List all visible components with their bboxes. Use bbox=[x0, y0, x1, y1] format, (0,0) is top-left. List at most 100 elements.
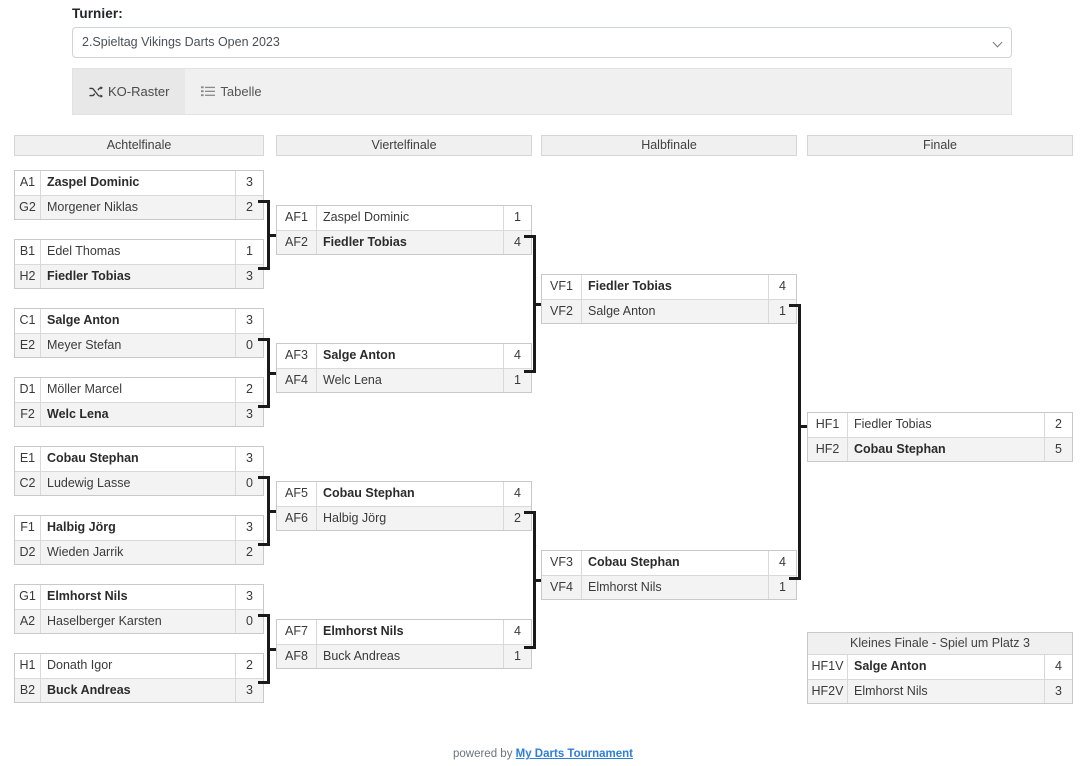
tab-tabelle-label: Tabelle bbox=[220, 84, 262, 99]
score: 3 bbox=[235, 403, 263, 426]
player-name: Elmhorst Nils bbox=[588, 580, 662, 594]
match-row[interactable]: D2 Wieden Jarrik 2 bbox=[15, 540, 263, 564]
match-r16-1[interactable]: A1 Zaspel Dominic 3 G2 Morgener Niklas 2 bbox=[14, 170, 264, 220]
seed: H2 bbox=[15, 265, 41, 288]
match-r16-3[interactable]: C1 Salge Anton 3 E2 Meyer Stefan 0 bbox=[14, 308, 264, 358]
match-qf-4[interactable]: AF7 Elmhorst Nils 4 AF8 Buck Andreas 1 bbox=[276, 619, 532, 669]
match-row[interactable]: VF2 Salge Anton 1 bbox=[542, 299, 796, 323]
player-name: Buck Andreas bbox=[47, 683, 131, 697]
score: 3 bbox=[235, 309, 263, 333]
view-tabs: KO-Raster Tabelle bbox=[72, 68, 1012, 115]
match-row[interactable]: H1 Donath Igor 2 bbox=[15, 654, 263, 678]
footer-brand-link[interactable]: My Darts Tournament bbox=[515, 748, 633, 760]
match-qf-3[interactable]: AF5 Cobau Stephan 4 AF6 Halbig Jörg 2 bbox=[276, 481, 532, 531]
score: 4 bbox=[503, 620, 531, 644]
player-name: Zaspel Dominic bbox=[323, 210, 410, 224]
match-sf-2[interactable]: VF3 Cobau Stephan 4 VF4 Elmhorst Nils 1 bbox=[541, 550, 797, 600]
match-sf-1[interactable]: VF1 Fiedler Tobias 4 VF2 Salge Anton 1 bbox=[541, 274, 797, 324]
match-row[interactable]: E1 Cobau Stephan 3 bbox=[15, 447, 263, 471]
score: 1 bbox=[768, 300, 796, 323]
match-row[interactable]: AF3 Salge Anton 4 bbox=[277, 344, 531, 368]
match-row[interactable]: B2 Buck Andreas 3 bbox=[15, 678, 263, 702]
match-row[interactable]: AF2 Fiedler Tobias 4 bbox=[277, 230, 531, 254]
player-name: Fiedler Tobias bbox=[854, 417, 932, 431]
score: 0 bbox=[235, 334, 263, 357]
match-row[interactable]: VF4 Elmhorst Nils 1 bbox=[542, 575, 796, 599]
player-name: Cobau Stephan bbox=[47, 451, 139, 465]
match-row[interactable]: A2 Haselberger Karsten 0 bbox=[15, 609, 263, 633]
seed: AF3 bbox=[277, 344, 317, 368]
score: 3 bbox=[235, 679, 263, 702]
seed: VF4 bbox=[542, 576, 582, 599]
match-row[interactable]: AF4 Welc Lena 1 bbox=[277, 368, 531, 392]
match-row[interactable]: E2 Meyer Stefan 0 bbox=[15, 333, 263, 357]
match-row[interactable]: AF8 Buck Andreas 1 bbox=[277, 644, 531, 668]
seed: HF2V bbox=[808, 680, 848, 703]
match-row[interactable]: H2 Fiedler Tobias 3 bbox=[15, 264, 263, 288]
player-name: Edel Thomas bbox=[47, 244, 121, 258]
match-row[interactable]: C2 Ludewig Lasse 0 bbox=[15, 471, 263, 495]
match-row[interactable]: G1 Elmhorst Nils 3 bbox=[15, 585, 263, 609]
match-r16-6[interactable]: F1 Halbig Jörg 3 D2 Wieden Jarrik 2 bbox=[14, 515, 264, 565]
player-name: Haselberger Karsten bbox=[47, 614, 162, 628]
seed: F1 bbox=[15, 516, 41, 540]
match-row[interactable]: AF5 Cobau Stephan 4 bbox=[277, 482, 531, 506]
match-row[interactable]: AF6 Halbig Jörg 2 bbox=[277, 506, 531, 530]
footer: powered by My Darts Tournament bbox=[0, 748, 1086, 760]
match-row[interactable]: AF1 Zaspel Dominic 1 bbox=[277, 206, 531, 230]
seed: AF6 bbox=[277, 507, 317, 530]
player-name: Salge Anton bbox=[323, 348, 396, 362]
match-row[interactable]: HF2V Elmhorst Nils 3 bbox=[808, 679, 1072, 703]
tournament-select-value[interactable]: 2.Spieltag Vikings Darts Open 2023 bbox=[72, 27, 1012, 58]
seed: AF2 bbox=[277, 231, 317, 254]
seed: VF2 bbox=[542, 300, 582, 323]
player-name: Cobau Stephan bbox=[323, 486, 415, 500]
match-row[interactable]: HF1 Fiedler Tobias 2 bbox=[808, 413, 1072, 437]
third-place-title: Kleines Finale - Spiel um Platz 3 bbox=[808, 633, 1072, 655]
match-third-place[interactable]: Kleines Finale - Spiel um Platz 3 HF1V S… bbox=[807, 632, 1073, 704]
seed: E2 bbox=[15, 334, 41, 357]
player-name: Wieden Jarrik bbox=[47, 545, 124, 559]
match-row[interactable]: F1 Halbig Jörg 3 bbox=[15, 516, 263, 540]
match-row[interactable]: AF7 Elmhorst Nils 4 bbox=[277, 620, 531, 644]
match-row[interactable]: VF3 Cobau Stephan 4 bbox=[542, 551, 796, 575]
match-r16-5[interactable]: E1 Cobau Stephan 3 C2 Ludewig Lasse 0 bbox=[14, 446, 264, 496]
match-qf-1[interactable]: AF1 Zaspel Dominic 1 AF2 Fiedler Tobias … bbox=[276, 205, 532, 255]
score: 4 bbox=[503, 482, 531, 506]
round-header-finale: Finale bbox=[807, 135, 1073, 156]
seed: C2 bbox=[15, 472, 41, 495]
tab-tabelle[interactable]: Tabelle bbox=[185, 69, 277, 114]
match-row[interactable]: B1 Edel Thomas 1 bbox=[15, 240, 263, 264]
seed: H1 bbox=[15, 654, 41, 678]
match-r16-8[interactable]: H1 Donath Igor 2 B2 Buck Andreas 3 bbox=[14, 653, 264, 703]
score: 4 bbox=[503, 231, 531, 254]
tournament-select[interactable]: 2.Spieltag Vikings Darts Open 2023 bbox=[72, 27, 1012, 58]
score: 0 bbox=[235, 610, 263, 633]
match-r16-2[interactable]: B1 Edel Thomas 1 H2 Fiedler Tobias 3 bbox=[14, 239, 264, 289]
tournament-label: Turnier: bbox=[72, 6, 123, 21]
score: 4 bbox=[503, 344, 531, 368]
score: 2 bbox=[235, 378, 263, 402]
match-row[interactable]: HF2 Cobau Stephan 5 bbox=[808, 437, 1072, 461]
match-row[interactable]: G2 Morgener Niklas 2 bbox=[15, 195, 263, 219]
match-row[interactable]: F2 Welc Lena 3 bbox=[15, 402, 263, 426]
tournament-form: Turnier: 2.Spieltag Vikings Darts Open 2… bbox=[72, 6, 1012, 58]
match-r16-7[interactable]: G1 Elmhorst Nils 3 A2 Haselberger Karste… bbox=[14, 584, 264, 634]
seed: G2 bbox=[15, 196, 41, 219]
match-row[interactable]: A1 Zaspel Dominic 3 bbox=[15, 171, 263, 195]
match-qf-2[interactable]: AF3 Salge Anton 4 AF4 Welc Lena 1 bbox=[276, 343, 532, 393]
seed: HF1V bbox=[808, 655, 848, 679]
round-header-halbfinale: Halbfinale bbox=[541, 135, 797, 156]
player-name: Zaspel Dominic bbox=[47, 175, 140, 189]
match-row[interactable]: VF1 Fiedler Tobias 4 bbox=[542, 275, 796, 299]
match-row[interactable]: C1 Salge Anton 3 bbox=[15, 309, 263, 333]
player-name: Fiedler Tobias bbox=[323, 235, 407, 249]
match-row[interactable]: HF1V Salge Anton 4 bbox=[808, 655, 1072, 679]
player-name: Elmhorst Nils bbox=[854, 684, 928, 698]
match-final[interactable]: HF1 Fiedler Tobias 2 HF2 Cobau Stephan 5 bbox=[807, 412, 1073, 462]
match-row[interactable]: D1 Möller Marcel 2 bbox=[15, 378, 263, 402]
tab-ko-raster[interactable]: KO-Raster bbox=[73, 69, 186, 114]
seed: VF3 bbox=[542, 551, 582, 575]
match-r16-4[interactable]: D1 Möller Marcel 2 F2 Welc Lena 3 bbox=[14, 377, 264, 427]
score: 1 bbox=[503, 206, 531, 230]
